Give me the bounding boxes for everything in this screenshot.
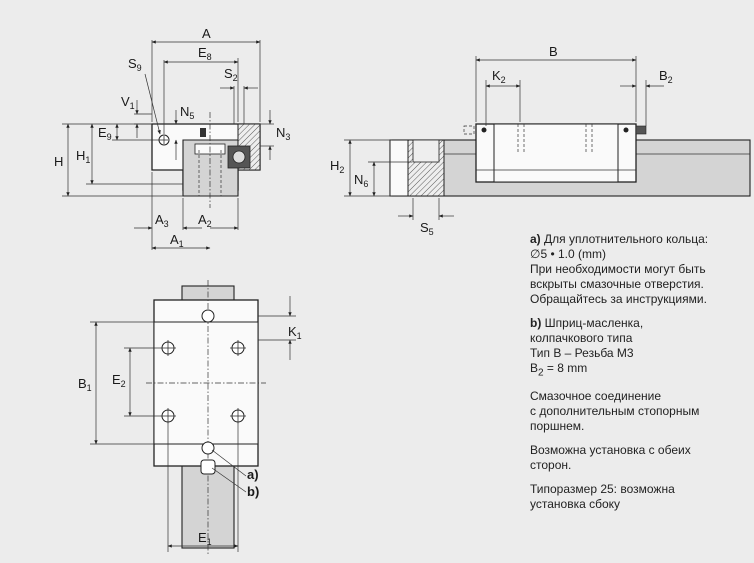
note-b: b) Шприц-масленка, колпачкового типа Тип… <box>530 316 644 379</box>
bolt-holes <box>160 340 246 424</box>
nipple-top-icon <box>200 459 216 475</box>
dim-N5: N5 <box>180 104 194 121</box>
dim-E2: E2 <box>112 372 126 389</box>
lube-port-top-icon <box>201 309 215 323</box>
dim-S5: S5 <box>420 220 434 237</box>
dim-H2: H2 <box>330 158 344 175</box>
note-lube-connection: Смазочное соединение с дополнительным ст… <box>530 389 700 434</box>
notes-panel: a) Для уплотнительного кольца: ∅5 • 1.0 … <box>530 232 752 521</box>
dim-B2: B2 <box>659 68 673 85</box>
front-view: A E8 S9 S2 V1 N5 N3 E9 H <box>54 26 290 250</box>
dim-K2: K2 <box>492 68 506 85</box>
callout-b: b) <box>247 484 259 499</box>
note-a: a) Для уплотнительного кольца: ∅5 • 1.0 … <box>530 232 709 306</box>
dim-S2: S2 <box>224 66 238 83</box>
dim-V1: V1 <box>121 94 135 111</box>
dim-N6: N6 <box>354 172 368 189</box>
dim-B: B <box>549 44 558 59</box>
side-view: B K2 B2 H2 N6 S5 <box>330 44 751 237</box>
roller-circle <box>232 150 246 164</box>
dim-A1: A1 <box>170 232 184 249</box>
dim-N3: N3 <box>276 125 290 142</box>
nipple-side-icon <box>635 125 647 135</box>
dim-A: A <box>202 26 211 41</box>
dim-H: H <box>54 154 63 169</box>
dim-H1: H1 <box>76 148 90 165</box>
dim-B1: B1 <box>78 376 92 393</box>
note-size-25: Типоразмер 25: возможна установка сбоку <box>530 482 675 512</box>
dim-S9: S9 <box>128 56 142 73</box>
dim-E1: E1 <box>198 530 212 547</box>
note-both-sides: Возможна установка с обеих сторон. <box>530 443 691 473</box>
dim-K1: K1 <box>288 324 302 341</box>
top-view: a) b) K1 B1 E2 E1 <box>78 280 302 556</box>
callout-a: a) <box>247 467 259 482</box>
dim-A2: A2 <box>198 212 212 229</box>
dim-E8: E8 <box>198 45 212 62</box>
dim-A3: A3 <box>155 212 169 229</box>
dim-E9: E9 <box>98 125 112 142</box>
nipple-icon <box>200 128 206 137</box>
lube-port-bottom-icon <box>201 441 215 455</box>
